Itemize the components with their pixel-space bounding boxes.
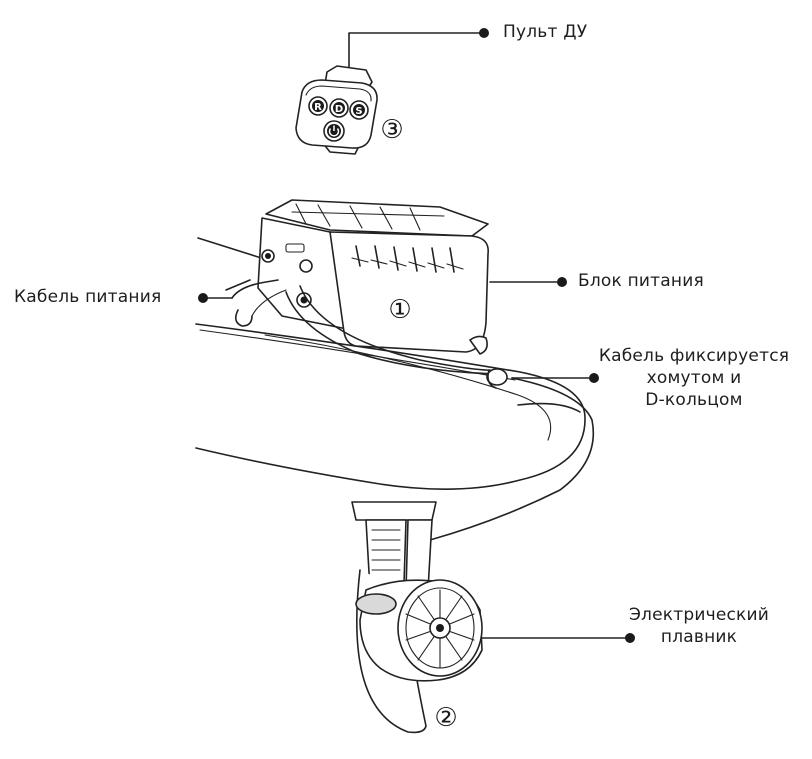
label-remote: Пульт ДУ bbox=[503, 22, 588, 42]
label-power-unit: Блок питания bbox=[578, 271, 704, 291]
remote-button-label: R bbox=[314, 102, 322, 113]
callout-fin bbox=[469, 633, 635, 643]
power-icon bbox=[323, 120, 345, 142]
callout-dot bbox=[198, 293, 208, 303]
label-cable-fixed-line2: хомутом и bbox=[646, 368, 742, 388]
remote-button-s: S bbox=[349, 100, 369, 120]
power-unit-box: ① bbox=[257, 199, 489, 355]
label-cable-fixed-line1: Кабель фиксируется bbox=[598, 346, 790, 366]
marker-power-unit: ① bbox=[388, 295, 411, 325]
remote-control: R D S bbox=[295, 65, 378, 155]
label-cable-fixed-line3: D-кольцом bbox=[645, 390, 743, 410]
label-cable-fixed: Кабель фиксируется хомутом и D-кольцом bbox=[580, 345, 808, 411]
callout-dot bbox=[589, 373, 599, 383]
callout-dot bbox=[557, 277, 567, 287]
electric-fin: ② bbox=[351, 501, 483, 734]
label-fin: Электрический плавник bbox=[606, 604, 792, 648]
remote-button-d: D bbox=[329, 98, 349, 118]
callout-dot bbox=[625, 633, 635, 643]
label-power-cable: Кабель питания bbox=[14, 287, 162, 307]
callout-power-unit bbox=[489, 277, 567, 287]
remote-button-label: S bbox=[355, 106, 362, 117]
callout-cable-fixed bbox=[511, 373, 599, 383]
label-fin-line2: плавник bbox=[660, 627, 738, 647]
label-fin-line1: Электрический bbox=[628, 605, 770, 625]
remote-button-r: R bbox=[308, 96, 328, 116]
callout-power-cable bbox=[198, 293, 233, 303]
d-ring-clamp bbox=[429, 368, 595, 541]
marker-remote: ③ bbox=[380, 115, 403, 145]
marker-fin: ② bbox=[434, 703, 457, 733]
callout-dot bbox=[479, 28, 489, 38]
remote-button-label: D bbox=[335, 104, 343, 115]
power-cable bbox=[225, 279, 501, 375]
callout-remote bbox=[348, 28, 489, 76]
